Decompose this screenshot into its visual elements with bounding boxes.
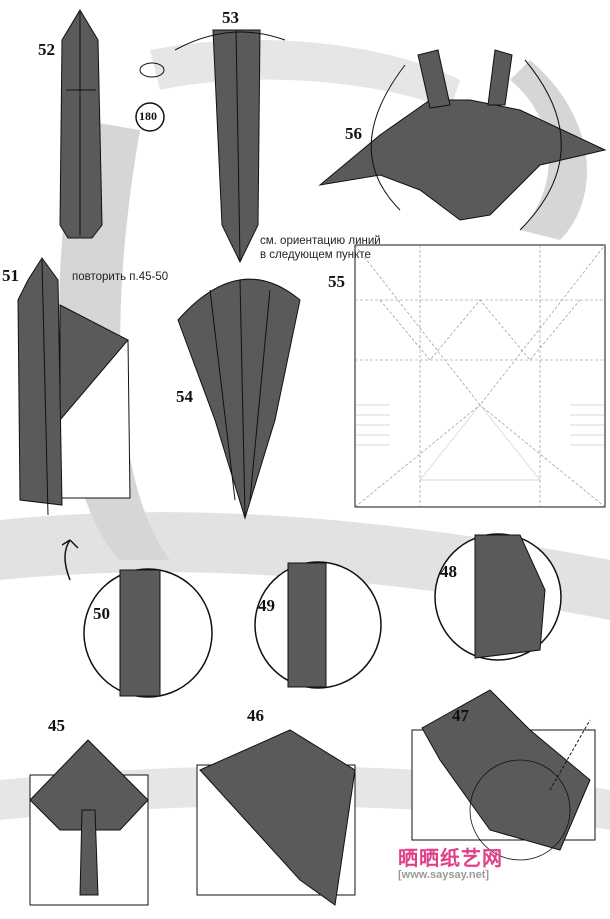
step-number-55: 55 [328,272,345,291]
rotate-icon [135,62,165,132]
step-number-53: 53 [222,8,239,27]
repeat-note: повторить п.45-50 [72,271,169,283]
step-46-figure [196,729,356,906]
step-47-figure [411,689,596,861]
step-number-46: 46 [247,706,264,725]
step-45-figure [29,739,149,906]
step-number-56: 56 [345,124,362,143]
step-53-figure [174,29,286,264]
step-number-54: 54 [176,387,193,406]
step-number-52: 52 [38,40,55,59]
step-number-45: 45 [48,716,65,735]
step-52-figure [59,9,103,239]
step-number-51: 51 [2,266,19,285]
orientation-note-line1: см. ориентацию линий [260,235,381,247]
step-51-figure [17,257,131,516]
step-55-crease-pattern [354,244,606,508]
step-number-48: 48 [440,562,457,581]
orientation-note-line2: в следующем пункте [260,249,371,261]
step-56-figure [318,49,607,231]
step-number-47: 47 [452,706,469,725]
watermark-url: [www.saysay.net] [398,869,490,881]
watermark-site-name: 晒晒纸艺网 [398,848,503,870]
step-number-49: 49 [258,596,275,615]
detail-circles [61,533,562,698]
rotate-180-label: 180 [139,109,157,123]
step-number-50: 50 [93,604,110,623]
step-54-figure [177,278,301,520]
